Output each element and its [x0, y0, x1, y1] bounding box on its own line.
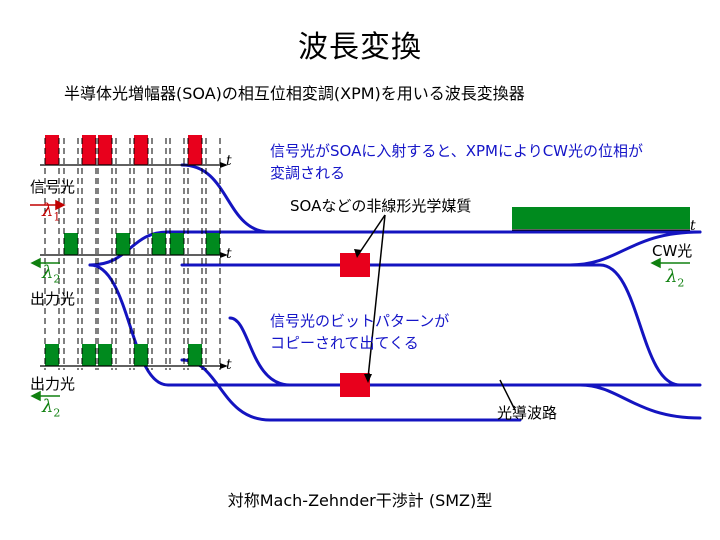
- output2-pulse-bit-2: [82, 344, 96, 366]
- output-pulses-1: [64, 233, 220, 255]
- signal-pulse-bit-3: [98, 135, 112, 165]
- output-light-label-2: 出力光: [30, 375, 76, 393]
- cw-light-bar: [512, 207, 690, 229]
- signal-t-label: t: [226, 153, 232, 169]
- arrowhead-1: [354, 249, 362, 258]
- explanation-copy-line2: コピーされて出てくる: [270, 334, 419, 352]
- lambda1-arrow-head: [55, 199, 66, 211]
- waveguides: [88, 163, 702, 422]
- page-title: 波長変換: [298, 30, 422, 65]
- waveguide-label: 光導波路: [497, 404, 558, 422]
- output1-pulse-bit-1: [64, 233, 78, 255]
- arrowhead-2: [364, 374, 372, 383]
- output1-pulse-bit-6: [152, 233, 166, 255]
- signal-input-waveguide: [180, 163, 272, 234]
- signal-axis-arrow: [220, 162, 228, 168]
- output2-pulse-bit-5: [134, 344, 148, 366]
- lower-arm-waveguide: [88, 263, 702, 387]
- explanation-copy: 信号光のビットパターンが コピーされて出てくる: [270, 310, 449, 354]
- output2-pulse-bit-8: [188, 344, 202, 366]
- middle-waveguide: [180, 263, 682, 387]
- output2-pulse-bit-3: [98, 344, 112, 366]
- waveguide-pointer: [499, 379, 516, 411]
- explanation-xpm-line1: 信号光がSOAに入射すると、XPMによりCW光の位相が: [270, 142, 643, 160]
- output1-axis-arrow: [220, 252, 228, 258]
- right-output-waveguide: [578, 383, 702, 420]
- pointer-line-1: [357, 214, 386, 256]
- output2-axis-arrow: [220, 363, 228, 369]
- lambda2-left-label: λ2: [42, 262, 61, 286]
- output1-pulse-bit-9: [206, 233, 220, 255]
- subtitle: 半導体光増幅器(SOA)の相互位相変調(XPM)を用いる波長変換器: [64, 84, 525, 103]
- cw-input-waveguide: [568, 230, 702, 267]
- output1-t-label: t: [226, 246, 232, 262]
- pointer-line-2: [367, 214, 386, 379]
- lambda2-left-arrow-head: [30, 257, 41, 269]
- explanation-xpm: 信号光がSOAに入射すると、XPMによりCW光の位相が 変調される: [270, 140, 643, 184]
- lambda2-bottom-label: λ2: [42, 396, 61, 420]
- bottom-caption: 対称Mach-Zehnder干渉計 (SMZ)型: [227, 491, 493, 510]
- nonlinear-medium-label: SOAなどの非線形光学媒質: [290, 197, 472, 215]
- output1-pulse-bit-7: [170, 233, 184, 255]
- explanation-xpm-line2: 変調される: [270, 164, 346, 182]
- lambda1-label: λ1: [42, 200, 61, 224]
- cw-light-label: CW光: [652, 242, 693, 260]
- signal-pulse-bit-0: [45, 135, 59, 165]
- lower-signal-waveguide: [228, 316, 292, 387]
- output2-pulse-bit-0: [45, 344, 59, 366]
- signal-pulse-bit-5: [134, 135, 148, 165]
- output-pulses-2: [45, 344, 202, 366]
- signal-pulse-bit-2: [82, 135, 96, 165]
- lambda2-right-label: λ2: [666, 266, 685, 290]
- soa-lower: [340, 373, 370, 397]
- lambda2-right-arrow-head: [650, 257, 661, 269]
- explanation-copy-line1: 信号光のビットパターンが: [270, 312, 450, 330]
- cw-t-label: t: [690, 218, 696, 234]
- lambda2-bottom-arrow-head: [30, 390, 41, 402]
- signal-pulse-bit-8: [188, 135, 202, 165]
- upper-arm-waveguide: [88, 230, 702, 267]
- soa-upper: [340, 253, 370, 277]
- bit-alignment-lines: [44, 138, 221, 370]
- output2-t-label: t: [226, 357, 232, 373]
- signal-pulses: [45, 135, 202, 165]
- signal-light-label: 信号光: [30, 178, 76, 196]
- output-light-label-1: 出力光: [30, 290, 76, 308]
- output1-pulse-bit-4: [116, 233, 130, 255]
